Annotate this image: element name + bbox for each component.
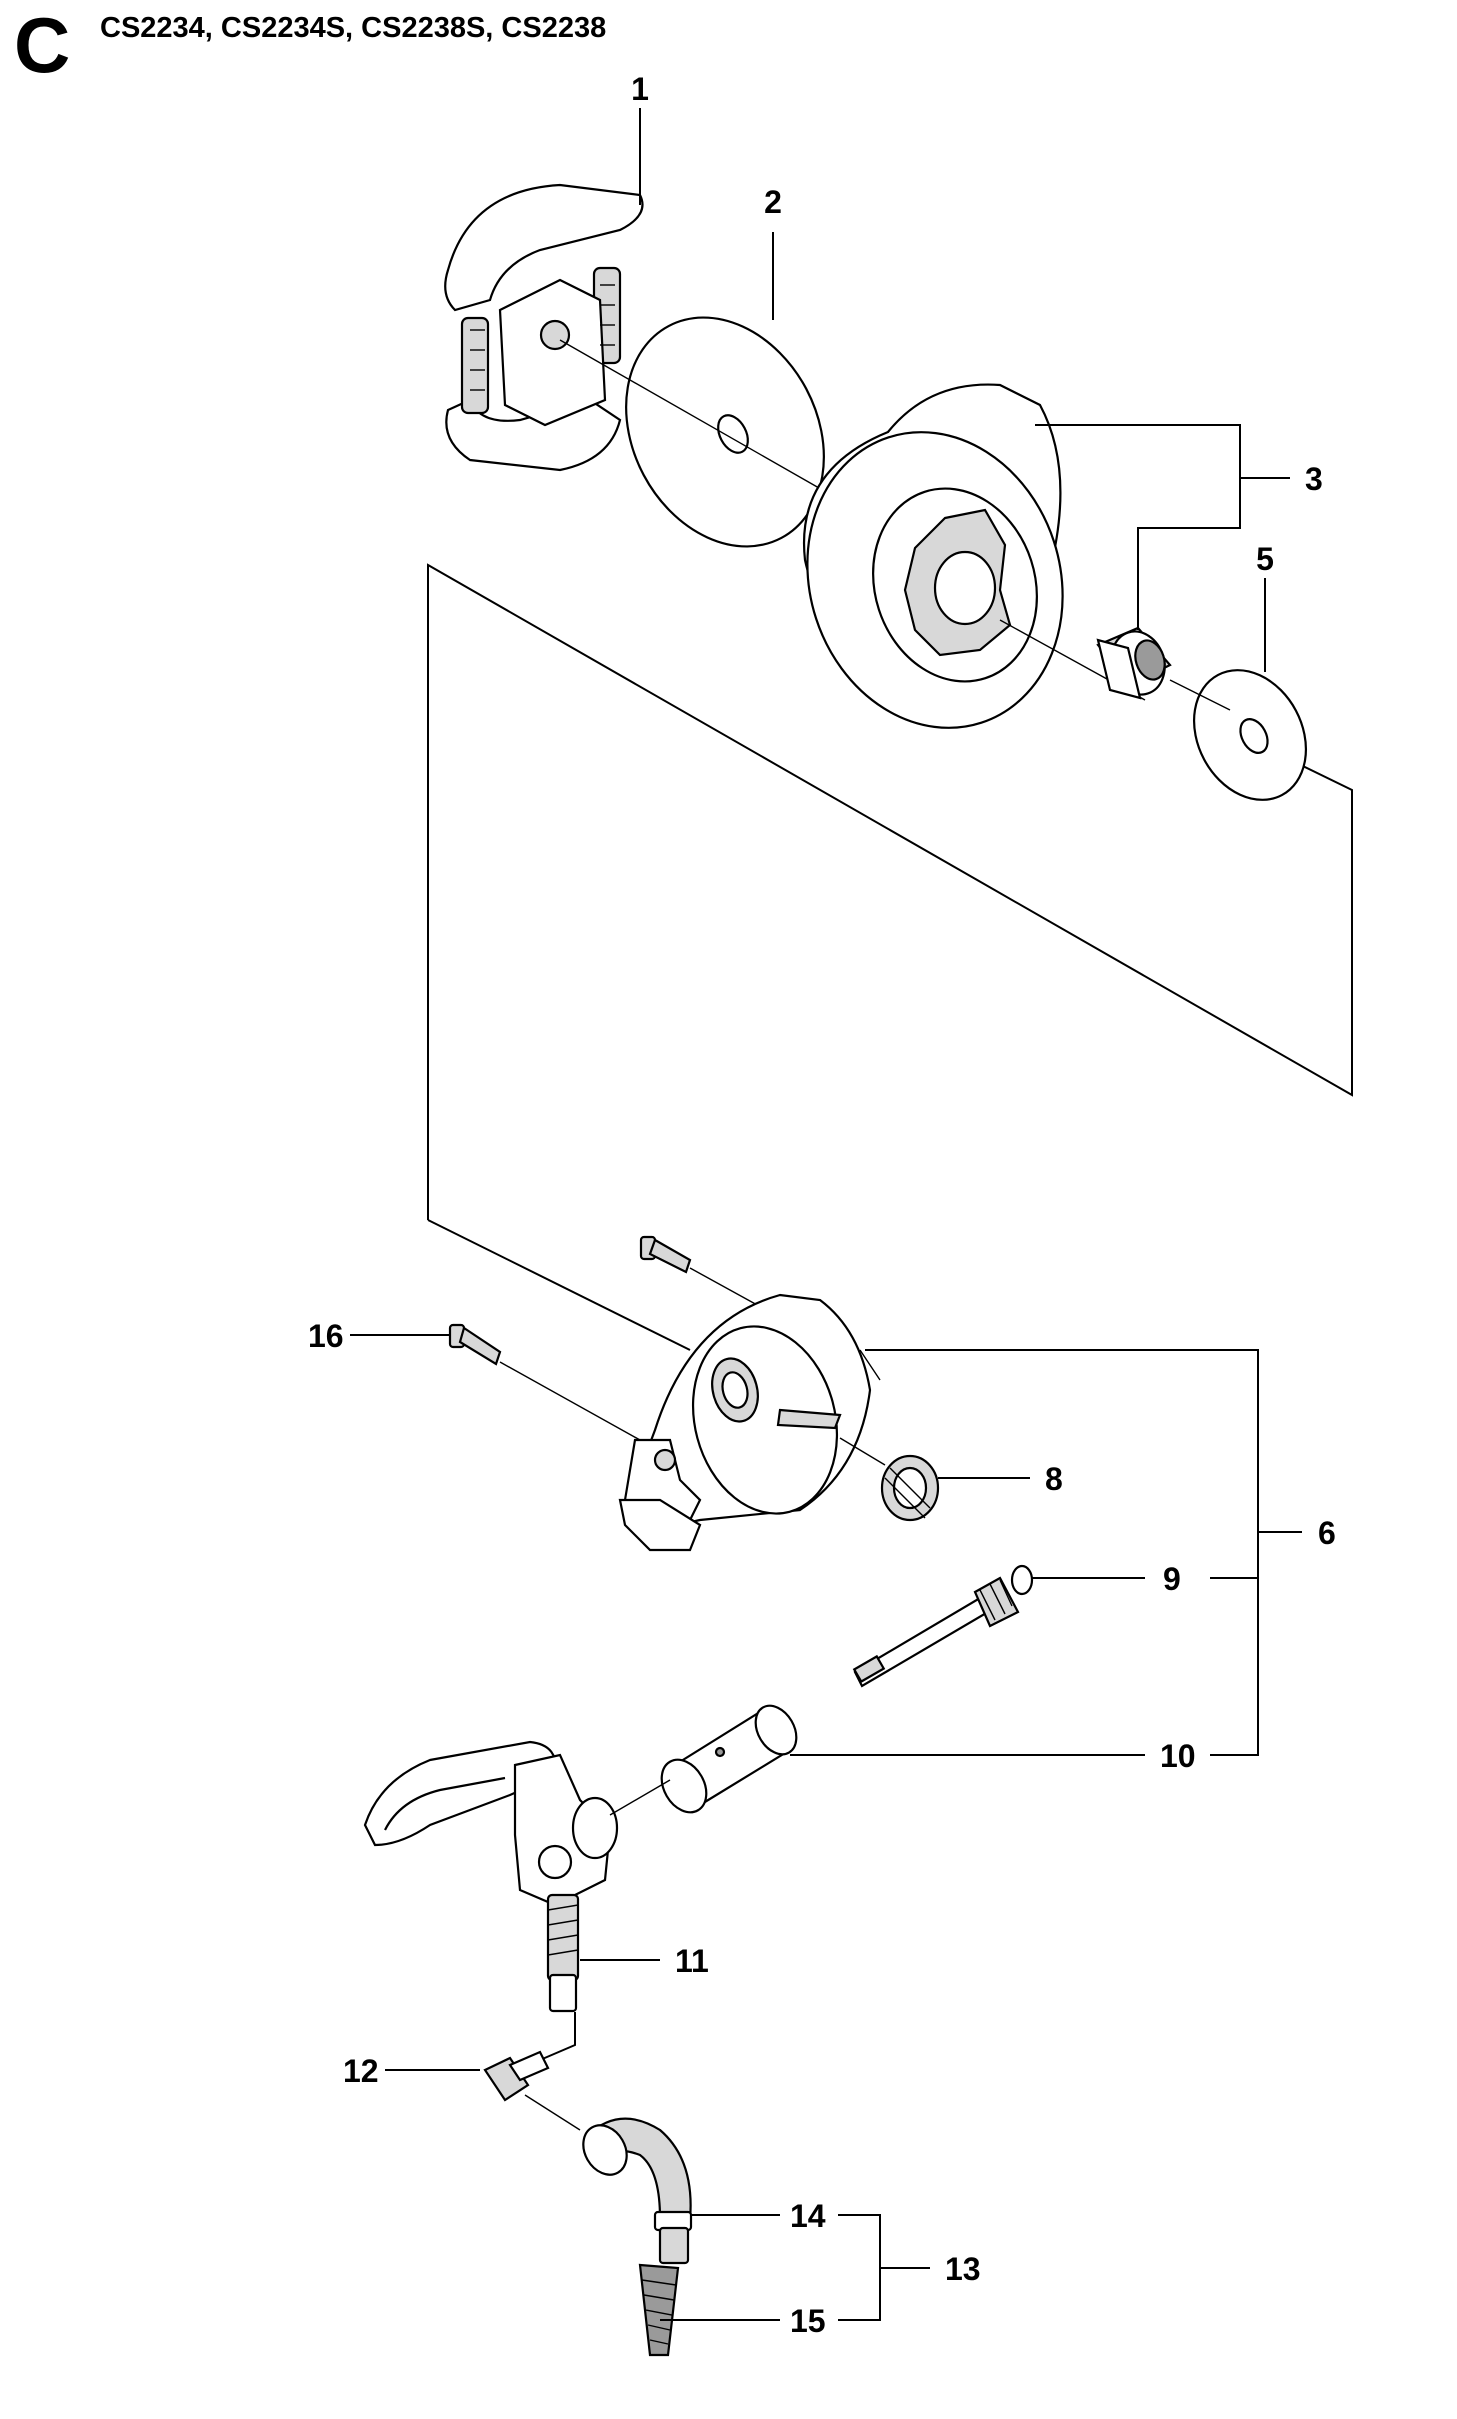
callout-6: 6 [1318,1515,1336,1551]
screw-part-16 [448,1323,502,1366]
pump-sleeve-part [660,1704,798,1814]
needle-bearing-part [1096,626,1172,700]
clutch-drum-part [802,383,1146,729]
callout-3: 3 [1305,461,1323,497]
screw-part-upper [639,1235,692,1274]
section-letter: C [14,1,71,89]
callout-10: 10 [1160,1738,1196,1774]
callout-13: 13 [945,2251,981,2287]
callout-11: 11 [675,1943,709,1979]
callout-16: 16 [308,1318,344,1354]
callout-8: 8 [1045,1461,1063,1497]
model-list-title: CS2234, CS2234S, CS2238S, CS2238 [100,12,607,44]
callout-1: 1 [631,71,649,107]
callout-14: 14 [790,2198,826,2234]
oil-pump-lever-part [363,1740,671,1907]
oil-filter-part [638,2263,680,2357]
hose-fitting-part [546,1893,580,2013]
clutch-part [444,183,644,472]
oil-hose-part [582,2117,693,2265]
small-washer-part [1192,669,1308,801]
worm-gear-shaft-part [852,1564,1034,1688]
callout-9: 9 [1163,1561,1181,1597]
elbow-connector-part [483,2050,581,2131]
assembly-frame [427,563,1353,1220]
callout-15: 15 [790,2303,826,2339]
callout-2: 2 [764,184,782,220]
callout-5: 5 [1256,541,1274,577]
callout-12: 12 [343,2053,379,2089]
spring-part [880,1454,940,1522]
assembly-frame-link [427,1219,691,1351]
oil-pump-housing-part [618,1293,881,1552]
